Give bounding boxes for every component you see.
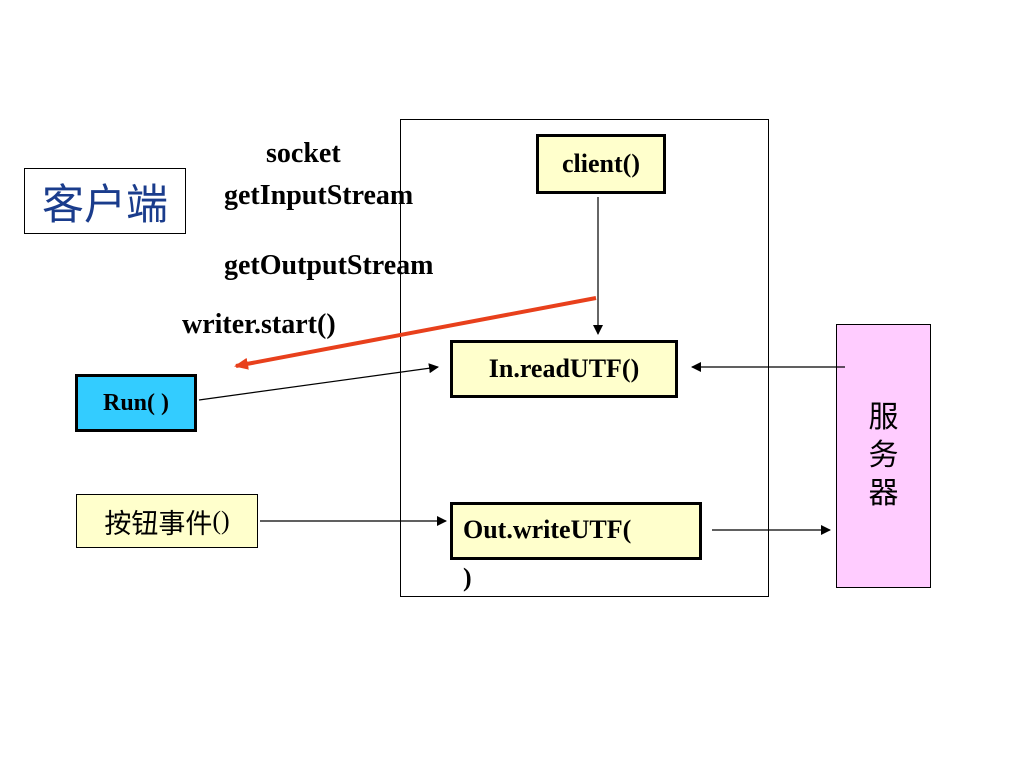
- server-box: 服 务 器: [836, 324, 931, 588]
- button-event-paren: (): [212, 506, 230, 535]
- thread-frame: [400, 119, 769, 597]
- get-input-stream-label: getInputStream: [224, 180, 414, 211]
- button-event-box: 按钮事件(): [76, 494, 258, 548]
- server-char-2: 务: [868, 438, 899, 473]
- server-text: 服 务 器: [837, 399, 930, 513]
- run-method-box: Run( ): [75, 374, 197, 432]
- write-utf-box: Out.writeUTF( ): [450, 502, 702, 592]
- client-method-box: client(): [536, 134, 666, 194]
- writer-start-red-arrow: [234, 296, 597, 370]
- read-utf-box: In.readUTF(): [450, 340, 678, 398]
- write-utf-text-line1: Out.writeUTF(: [463, 515, 632, 544]
- client-method-text: client(): [562, 149, 640, 178]
- run-method-text: Run( ): [102, 389, 169, 416]
- button-event-text: 按钮事件: [104, 508, 213, 540]
- get-output-stream-label: getOutputStream: [224, 250, 434, 281]
- client-side-label: 客户端: [24, 168, 186, 234]
- writer-start-label: writer.start(): [182, 309, 336, 340]
- read-utf-text: In.readUTF(): [488, 354, 640, 383]
- run-to-readutf-arrow: [198, 363, 439, 401]
- write-utf-text-line2: ): [463, 563, 472, 592]
- server-char-3: 器: [868, 476, 899, 511]
- client-side-label-text: 客户端: [41, 179, 168, 229]
- socket-label: socket: [266, 138, 341, 169]
- server-char-1: 服: [868, 400, 899, 435]
